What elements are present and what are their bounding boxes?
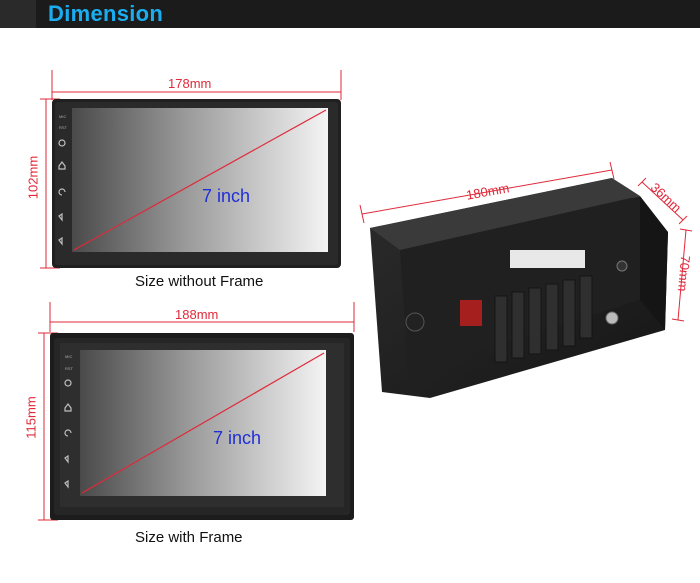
bottom-screen-size: 7 inch — [213, 428, 262, 448]
svg-text:MIC: MIC — [65, 354, 72, 359]
bottom-head-unit: MIC RST — [50, 333, 354, 520]
back-red-connector — [460, 300, 482, 326]
bottom-caption: Size with Frame — [135, 529, 243, 546]
svg-text:RST: RST — [59, 125, 68, 130]
back-height-label: 70mm — [675, 254, 694, 293]
bottom-height-label: 115mm — [23, 396, 39, 439]
svg-text:MIC: MIC — [59, 114, 66, 119]
svg-text:RST: RST — [65, 366, 74, 371]
back-heatsink-fins — [494, 275, 593, 363]
back-connector — [510, 250, 585, 268]
top-side-buttons — [58, 139, 66, 246]
top-caption: Size without Frame — [135, 273, 264, 290]
top-height-label: 102mm — [25, 155, 41, 200]
bottom-diagonal — [81, 352, 325, 494]
back-dimension-lines — [359, 161, 693, 322]
top-diagonal — [73, 109, 327, 251]
top-width-label: 178mm — [168, 76, 212, 91]
header-accent — [0, 0, 36, 28]
bottom-width-label: 188mm — [175, 307, 219, 322]
page-title: Dimension — [48, 1, 164, 26]
top-head-unit: MIC RST — [52, 99, 341, 268]
back-antenna-port — [605, 311, 619, 325]
header-bar: Dimension — [0, 0, 700, 28]
back-head-unit — [370, 178, 668, 398]
bottom-side-buttons — [64, 379, 72, 489]
top-screen-size: 7 inch — [202, 186, 251, 206]
